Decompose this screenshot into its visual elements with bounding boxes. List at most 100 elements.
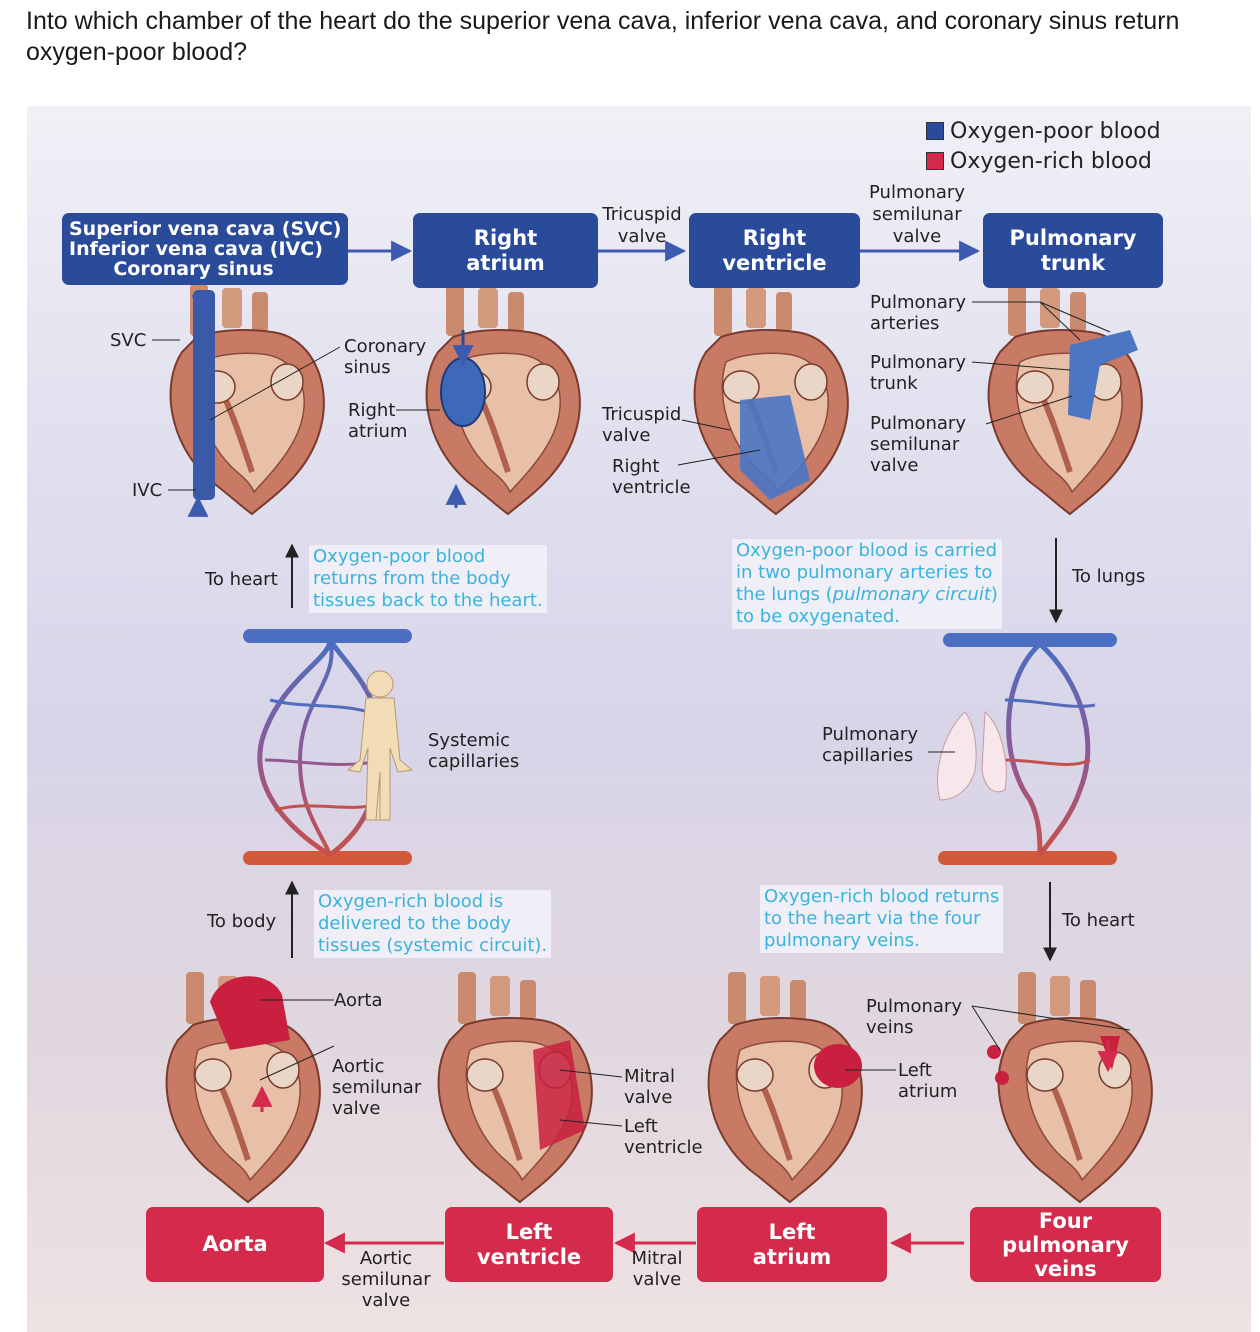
box-pulmonary-trunk-line2: trunk [1040,250,1106,275]
label-left-ventricle-line1: Left [624,1116,658,1137]
label-right-ventricle: Right ventricle [612,456,691,498]
legend-swatch-rich [926,152,944,170]
label-ivc: IVC [132,480,163,501]
label-pulm-arteries-line2: arteries [870,313,940,334]
label-mitral-line2: valve [624,1087,673,1108]
label-pulm-semilunar-top-line2: semilunar [872,204,962,225]
label-pulmonary-caps-line2: capillaries [822,745,914,766]
label-mitral-bottom-line2: valve [632,1269,682,1290]
label-svc: SVC [110,330,147,351]
label-coronary-sinus-line2: sinus [344,357,391,378]
caption-poor-return-line1: Oxygen-poor blood [313,546,486,567]
box-cs-text: Coronary sinus [113,258,274,280]
box-aorta-text: Aorta [202,1232,268,1256]
label-aortic-semilunar-line1: Aortic [332,1056,385,1077]
label-aorta: Aorta [334,990,383,1011]
label-mitral-bottom-line1: Mitral [631,1248,683,1269]
label-pulmonary-capillaries: Pulmonary capillaries [822,724,918,766]
box-right-ventricle: Right ventricle [689,213,860,288]
label-left-ventricle-line2: ventricle [624,1137,703,1158]
label-pulm-trunk-line2: trunk [870,373,918,394]
label-pulmonary-caps-line1: Pulmonary [822,724,918,745]
box-pulmonary-veins: Four pulmonary veins [970,1207,1161,1282]
legend-item-rich: Oxygen-rich blood [926,146,1161,176]
box-right-atrium: Right atrium [413,213,598,288]
box-left-atrium-line2: atrium [752,1244,832,1269]
label-pulm-semilunar-top-line3: valve [892,226,942,247]
box-aorta: Aorta [146,1207,324,1282]
caption-rich-delivered-line1: Oxygen-rich blood is [318,891,504,912]
label-pulm-trunk-line1: Pulmonary [870,352,966,373]
label-right-atrium: Right atrium [348,400,407,442]
label-pulm-semilunar-line2: semilunar [870,434,960,455]
legend-item-poor: Oxygen-poor blood [926,116,1161,146]
caption-rich-delivered: Oxygen-rich blood is delivered to the bo… [314,890,552,958]
label-right-ventricle-line1: Right [612,456,660,477]
box-right-ventricle-line1: Right [742,225,807,250]
label-left-ventricle: Left ventricle [624,1116,703,1158]
caption-pulmonary-line2: in two pulmonary arteries to [736,562,993,583]
label-aortic-semilunar: Aortic semilunar valve [332,1056,421,1119]
box-svc-text: Superior vena cava (SVC) [69,218,342,240]
label-pulm-semilunar-line1: Pulmonary [870,413,966,434]
legend-label-poor: Oxygen-poor blood [950,118,1161,144]
label-tricuspid-line2: valve [602,425,651,446]
legend-swatch-poor [926,122,944,140]
label-to-heart-left: To heart [205,569,278,590]
caption-pulmonary-line3-a: the lungs ( [736,584,833,605]
caption-rich-return-line1: Oxygen-rich blood returns [764,886,1000,907]
box-left-ventricle-line1: Left [505,1219,553,1244]
caption-poor-return: Oxygen-poor blood returns from the body … [309,545,547,613]
caption-rich-return-line3: pulmonary veins. [764,930,920,951]
box-right-atrium-line2: atrium [466,250,545,275]
label-mitral-line1: Mitral [624,1066,676,1087]
label-tricuspid-top-line2: valve [617,226,667,247]
label-pulm-arteries: Pulmonary arteries [870,292,966,334]
label-mitral-bottom: Mitral valve [620,1248,694,1290]
box-left-atrium-line1: Left [768,1219,816,1244]
box-left-ventricle: Left ventricle [445,1207,613,1282]
label-pulm-arteries-line1: Pulmonary [870,292,966,313]
label-aortic-semilunar-line3: valve [332,1098,381,1119]
label-coronary-sinus: Coronary sinus [344,336,426,378]
label-pulm-veins: Pulmonary veins [866,996,962,1038]
box-pulm-veins-line1: Four [1038,1208,1093,1233]
caption-rich-return: Oxygen-rich blood returns to the heart v… [760,885,1004,953]
label-pulm-semilunar: Pulmonary semilunar valve [870,413,966,476]
box-pulm-veins-line3: veins [1034,1256,1097,1281]
label-pulm-semilunar-top: Pulmonary semilunar valve [862,182,972,248]
label-pulm-veins-line2: veins [866,1017,914,1038]
label-left-atrium: Left atrium [898,1060,957,1102]
label-pulm-semilunar-line3: valve [870,455,919,476]
caption-pulmonary-circuit: Oxygen-poor blood is carried in two pulm… [732,539,1002,629]
caption-pulmonary-line3-b: ) [990,584,998,605]
caption-pulmonary-line3: the lungs (pulmonary circuit) [736,584,998,606]
caption-pulmonary-italic: pulmonary circuit [832,584,991,605]
label-aortic-bottom-line3: valve [361,1290,411,1311]
label-to-lungs: To lungs [1072,566,1146,587]
box-pulmonary-trunk-line1: Pulmonary [1009,225,1137,250]
question-text: Into which chamber of the heart do the s… [26,7,1180,66]
box-venae-cavae: Superior vena cava (SVC) Inferior vena c… [62,213,348,285]
label-systemic-line2: capillaries [428,751,520,772]
legend: Oxygen-poor blood Oxygen-rich blood [926,116,1161,176]
label-mitral: Mitral valve [624,1066,675,1108]
label-pulm-trunk: Pulmonary trunk [870,352,966,394]
label-tricuspid-top: Tricuspid valve [598,204,686,248]
label-coronary-sinus-line1: Coronary [344,336,427,357]
caption-pulmonary-line4: to be oxygenated. [736,606,900,627]
label-left-atrium-line1: Left [898,1060,932,1081]
caption-poor-return-line3: tissues back to the heart. [313,590,543,611]
caption-rich-return-line2: to the heart via the four [764,908,981,929]
label-right-ventricle-line2: ventricle [612,477,691,498]
label-systemic-capillaries: Systemic capillaries [428,730,519,772]
label-systemic-line1: Systemic [428,730,511,751]
box-right-ventricle-line2: ventricle [722,250,827,275]
label-left-atrium-line2: atrium [898,1081,958,1102]
box-pulm-veins-line2: pulmonary [1002,1232,1129,1257]
box-left-atrium: Left atrium [697,1207,887,1282]
caption-pulmonary-line1: Oxygen-poor blood is carried [736,540,998,561]
caption-rich-delivered-line2: delivered to the body [318,913,512,934]
label-to-heart-right: To heart [1062,910,1135,931]
